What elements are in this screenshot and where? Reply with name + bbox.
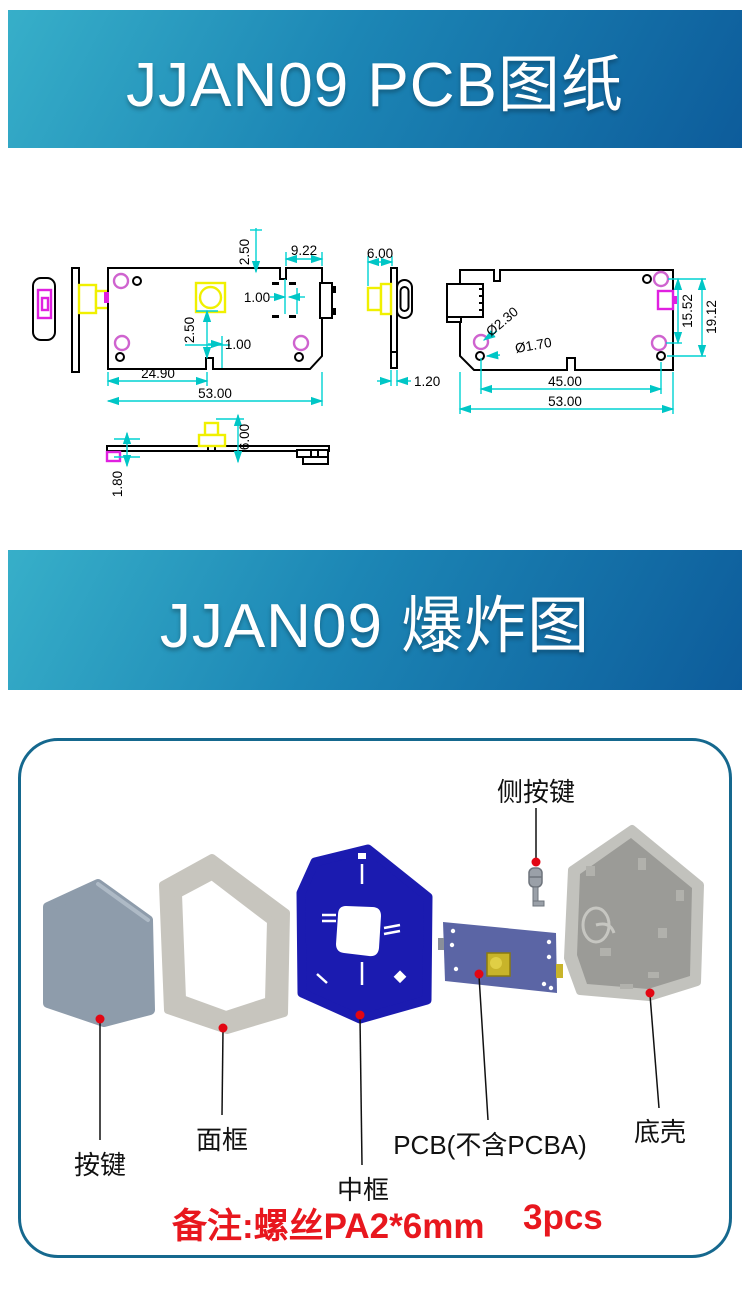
pcb-banner-title: JJAN09 PCB图纸: [126, 51, 624, 120]
side-view-bottom: [105, 421, 330, 465]
dimensions-side-bottom: 6.00 1.80: [110, 413, 252, 497]
label-button: 按键: [73, 1150, 127, 1180]
pcb-technical-drawing: 2.50 9.22 1.00 2.50 1.00 24.90 53.00: [32, 228, 719, 497]
label-side-button: 侧按键: [496, 777, 576, 807]
dim-top-1-00: 1.00: [244, 290, 270, 305]
red-markers: [95, 857, 655, 1033]
dim-sideb-1-20: 1.20: [414, 374, 440, 389]
dim-mid-1-00: 1.00: [225, 337, 251, 352]
label-middle-frame: 中框: [336, 1175, 390, 1205]
dimensions-back: Ø2.30 Ø1.70 45.00 53.00 15.52 19.12: [458, 277, 719, 414]
dim-top-2-50: 2.50: [237, 239, 252, 265]
dim-right-45-00: 45.00: [548, 374, 582, 389]
part-pcb: [438, 922, 563, 993]
label-bottom-shell: 底壳: [633, 1117, 687, 1147]
dim-right-53-00: 53.00: [548, 394, 582, 409]
exploded-view-banner: JJAN09 爆炸图: [8, 550, 742, 690]
top-view-front: [104, 267, 336, 370]
dim-right-15-52: 15.52: [680, 294, 695, 328]
part-side-button: [528, 867, 545, 907]
dimensions-side-middle: 6.00 1.20: [366, 246, 440, 389]
exploded-banner-title: JJAN09 爆炸图: [159, 592, 591, 661]
screw-note-qty: 3pcs: [523, 1198, 603, 1237]
part-button: [43, 879, 155, 1027]
dim-hole-small: Ø1.70: [514, 335, 553, 356]
dim-front-6-00: 6.00: [237, 424, 252, 450]
label-pcb: PCB(不含PCBA): [393, 1130, 587, 1160]
side-view-middle: [366, 267, 413, 369]
leader-lines: [99, 808, 660, 1166]
dim-bottom-24-90: 24.90: [141, 366, 175, 381]
part-front-frame: [159, 854, 290, 1034]
dimensions-front: 2.50 9.22 1.00 2.50 1.00 24.90 53.00: [106, 228, 324, 406]
dim-front-1-80: 1.80: [110, 471, 125, 497]
pcb-drawing-banner: JJAN09 PCB图纸: [8, 10, 742, 148]
part-bottom-shell: [564, 825, 704, 1001]
top-view-back: [446, 269, 677, 371]
note-row: 备注:螺丝PA2*6mm 3pcs: [0, 1198, 750, 1246]
exploded-view-panel: [18, 738, 732, 1258]
dim-mid-2-50: 2.50: [182, 317, 197, 343]
dim-right-19-12: 19.12: [704, 300, 719, 334]
screw-note-text: 备注:螺丝PA2*6mm: [172, 1207, 485, 1246]
dim-bottom-53-00: 53.00: [198, 386, 232, 401]
label-front-frame: 面框: [195, 1125, 249, 1155]
dim-sideb-6-00: 6.00: [367, 246, 393, 261]
dim-top-9-22: 9.22: [291, 243, 317, 258]
part-middle-frame: [296, 844, 433, 1024]
side-view-left: [32, 267, 114, 373]
